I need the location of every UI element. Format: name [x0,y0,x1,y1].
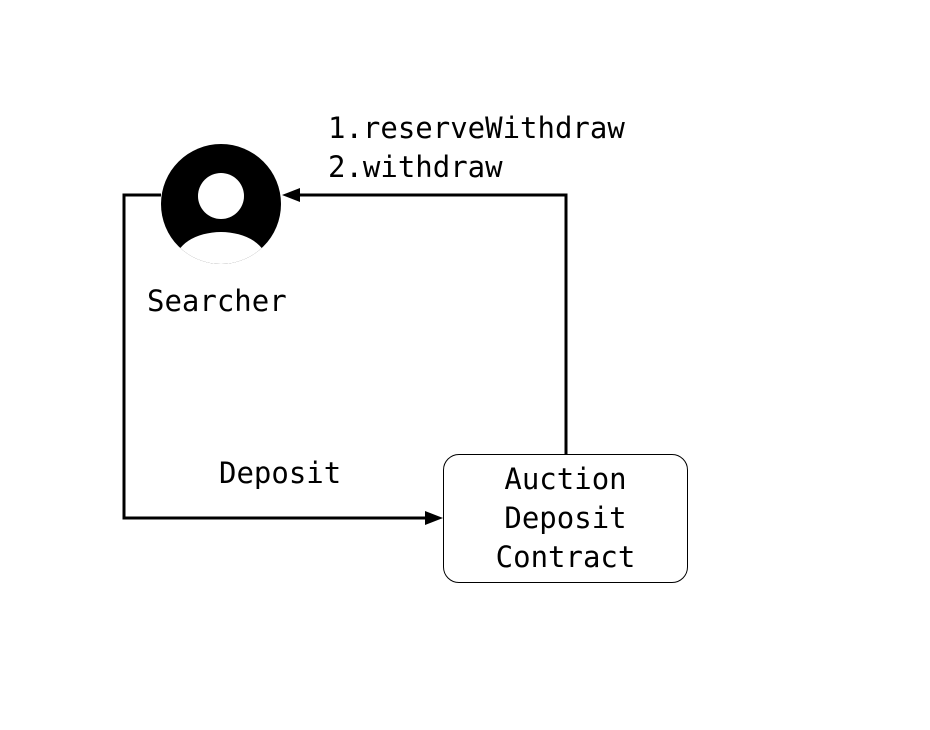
deposit-label: Deposit [219,456,342,490]
searcher-label: Searcher [147,284,287,318]
withdraw-step-label: 1.reserveWithdraw [328,111,625,145]
user-avatar-icon [161,144,281,264]
contract-label-line: Contract [495,540,636,574]
contract-label-line: Auction [504,462,627,496]
contract-label-line: Deposit [504,501,627,535]
withdraw-arrow [282,188,568,454]
deposit-arrowhead [425,511,443,525]
deposit-arrow [122,193,443,525]
withdraw-arrowhead [282,188,300,202]
auction-deposit-contract-node: Auction Deposit Contract [443,454,688,583]
withdraw-step-label: 2.withdraw [328,150,503,184]
